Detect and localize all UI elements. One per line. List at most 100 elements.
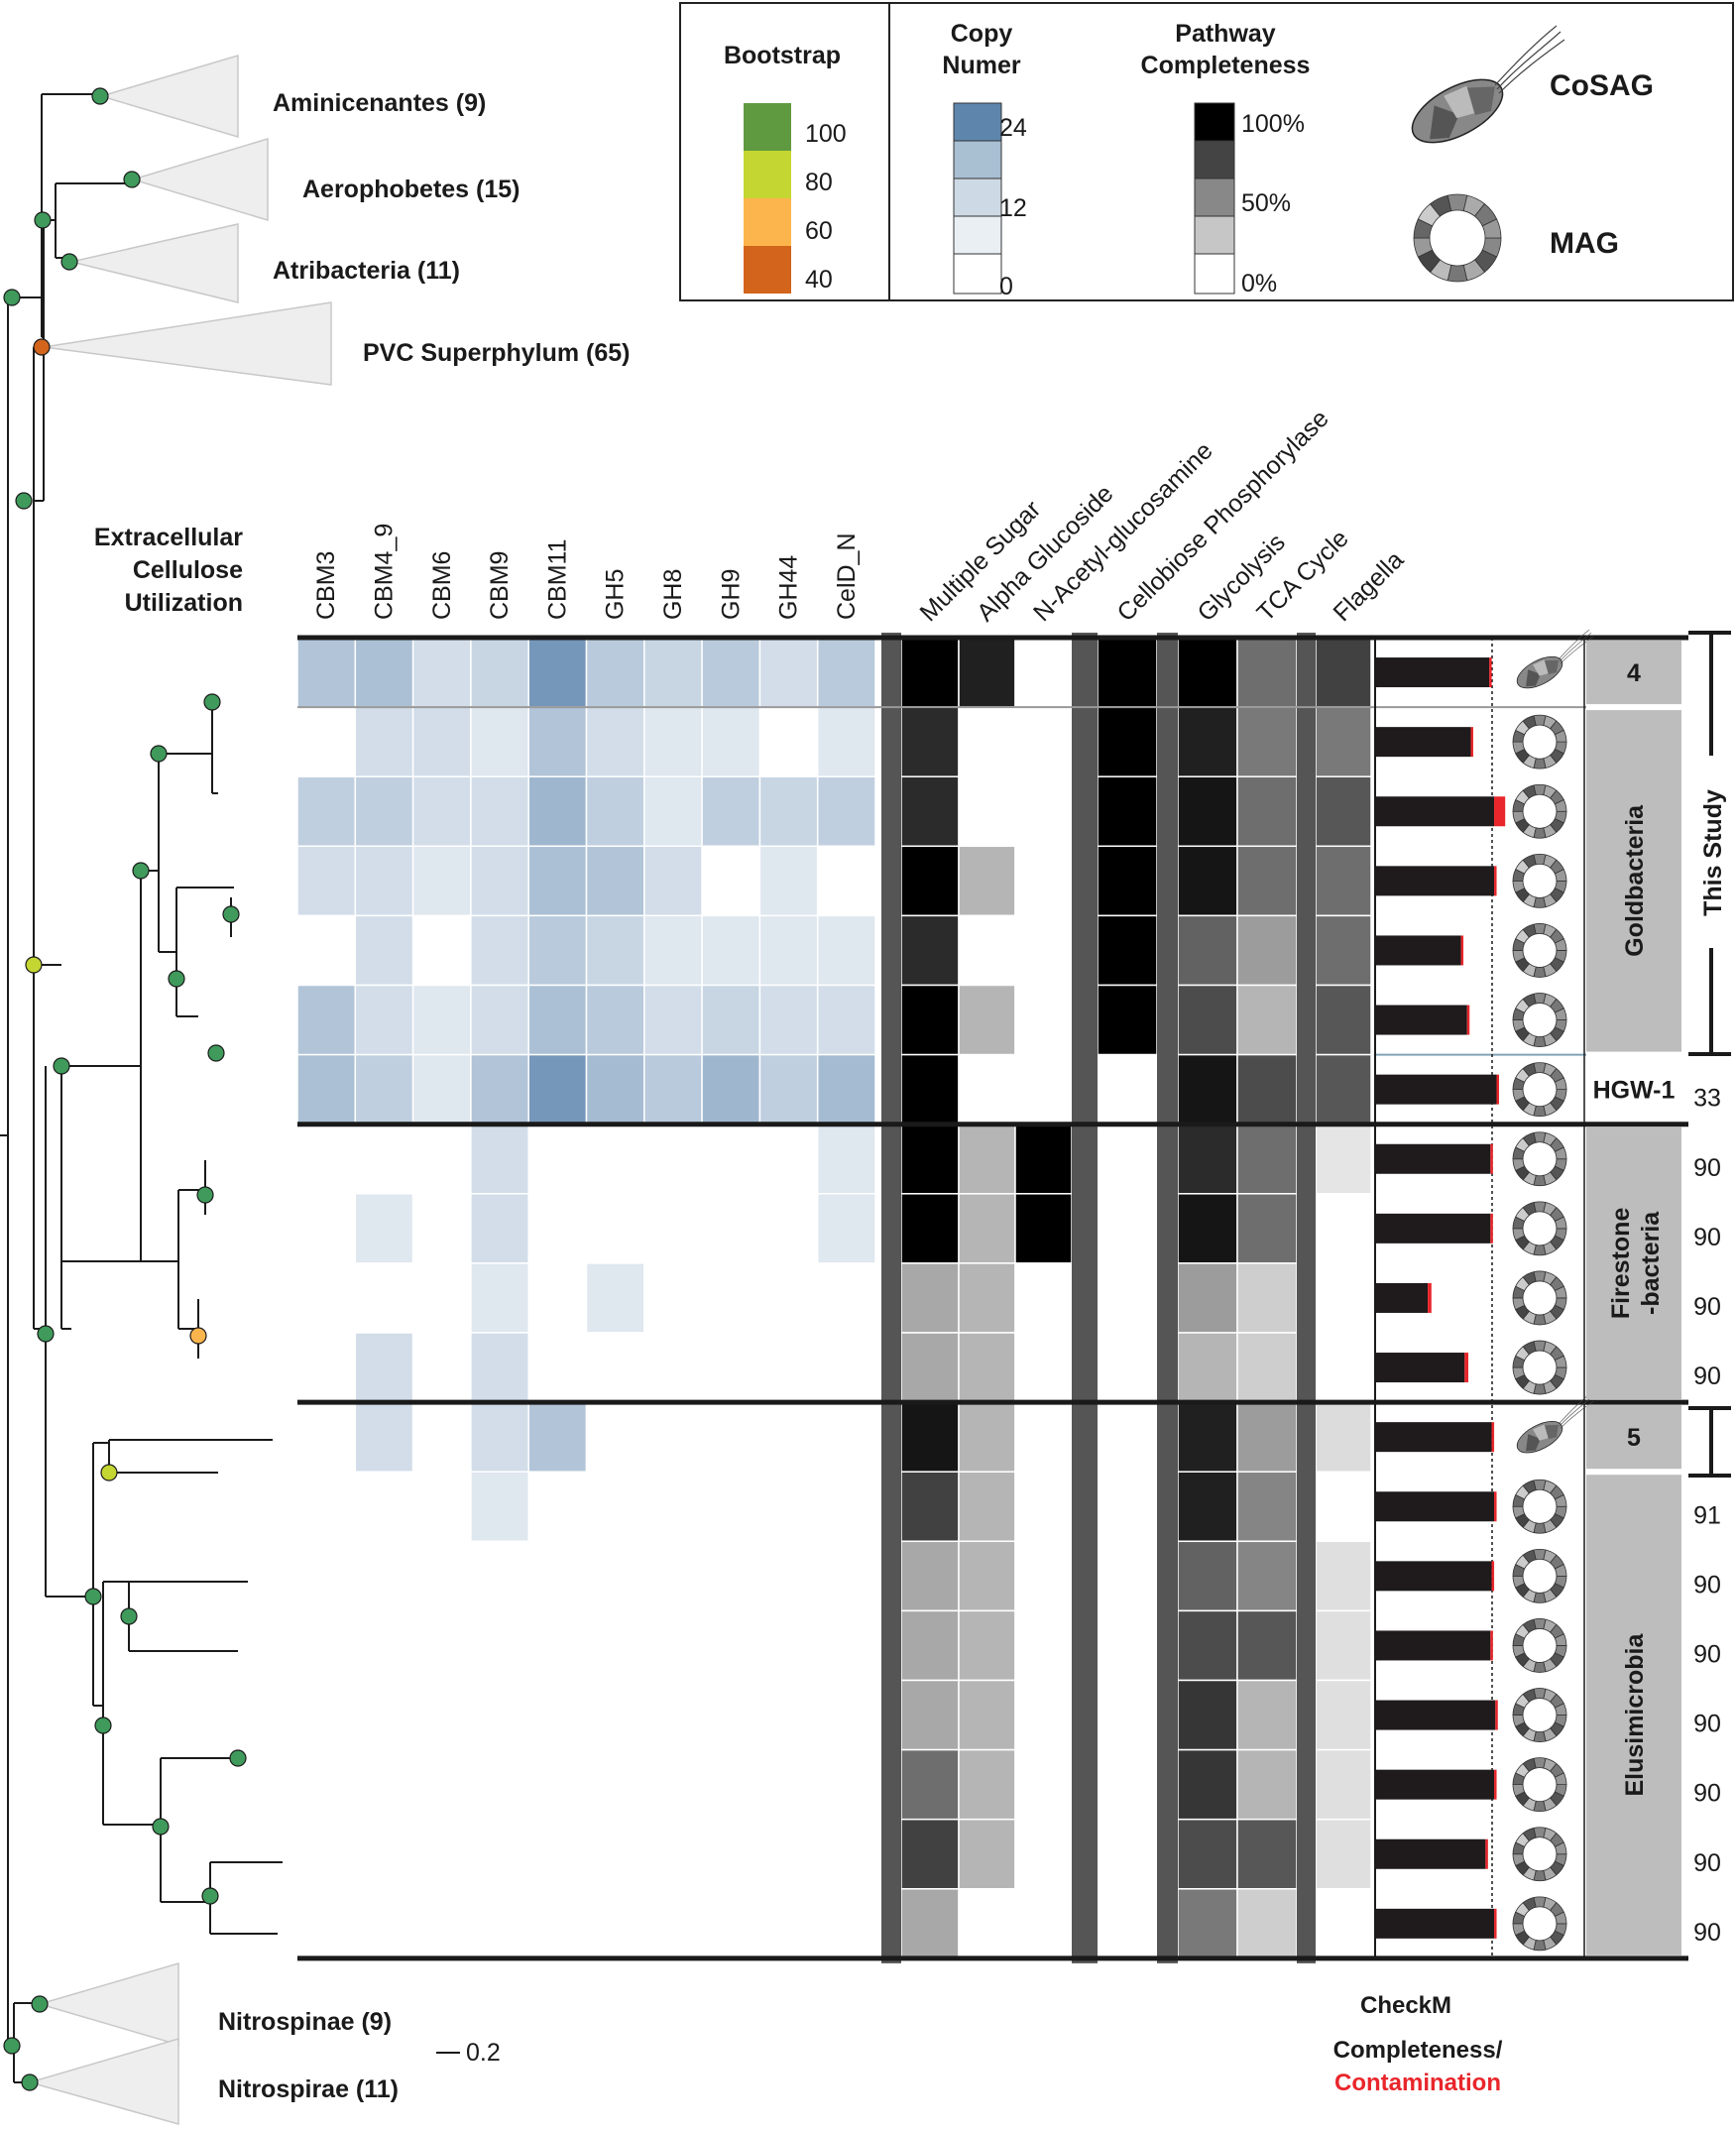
pathway-cell — [958, 775, 1016, 848]
cazy-cell — [296, 845, 357, 917]
ring-icon — [1512, 1479, 1567, 1534]
pathway-cell — [1097, 984, 1158, 1056]
contamination-bar — [1496, 1074, 1500, 1105]
ring-segment — [1554, 938, 1567, 951]
pathway-cell — [1014, 1888, 1073, 1959]
cazy-cell — [527, 845, 588, 917]
cazy-cell — [411, 1748, 472, 1821]
pathway-cell — [958, 845, 1016, 917]
cazy-cell — [411, 914, 472, 987]
group-label: HGW-1 — [1593, 1077, 1676, 1105]
ring-segment — [1554, 1633, 1567, 1646]
cosag-bracket-line — [1688, 1406, 1731, 1478]
pathway-cell — [958, 914, 1016, 987]
ring-segment — [1554, 1355, 1567, 1368]
cazy-cell — [470, 914, 529, 987]
cazy-cell — [585, 1401, 645, 1473]
cazy-cell — [354, 1540, 414, 1612]
cazy-cell — [701, 775, 761, 848]
tree-node — [152, 1818, 170, 1836]
pathway-cell — [1177, 1332, 1238, 1403]
cazy-cell — [816, 775, 876, 848]
pathway-cell — [900, 775, 960, 848]
copy-swatch-0 — [953, 253, 1002, 295]
pathway-cell — [958, 1748, 1016, 1821]
contamination-bar — [1490, 1143, 1493, 1174]
contamination-bar — [1491, 1561, 1495, 1592]
cazy-cell — [643, 1679, 703, 1751]
cazy-cell — [470, 1332, 529, 1403]
cazy-cell — [643, 1540, 703, 1612]
tree-branch-gold-b — [159, 887, 234, 1017]
tree-node — [53, 1057, 70, 1075]
pathway-cell — [1014, 1401, 1073, 1473]
cazy-cell — [643, 637, 703, 708]
cazy-cell — [296, 1471, 357, 1543]
group-bands: 4GoldbacteriaHGW-1Firestone-bacteria5Elu… — [1586, 641, 1681, 1955]
completeness-bar — [1376, 1769, 1495, 1800]
pathway-cell — [1315, 845, 1372, 917]
completeness-bar — [1376, 727, 1471, 758]
pathway-cell — [1097, 1332, 1158, 1403]
cazy-cell — [701, 1888, 761, 1959]
cazy-cell — [354, 706, 414, 777]
pathway-cell — [1097, 1679, 1158, 1751]
group-label: 5 — [1627, 1424, 1641, 1452]
cazy-cell — [758, 1401, 819, 1473]
column-label-cazy: CBM6 — [428, 551, 456, 620]
tree-node — [21, 2073, 39, 2091]
ring-segment — [1554, 1146, 1567, 1160]
cazy-cell — [470, 1679, 529, 1751]
contamination-bar — [1489, 657, 1492, 688]
legend: Bootstrap 100 80 60 40 Copy Numer 24 12 … — [679, 2, 1734, 301]
cazy-cell — [470, 1471, 529, 1543]
pathway-cell — [1097, 845, 1158, 917]
pathway-cell — [958, 1888, 1016, 1959]
ring-icon — [1512, 1201, 1567, 1256]
pathway-cell — [900, 1540, 960, 1612]
cazy-cell — [758, 1609, 819, 1682]
pathway-cell — [1236, 1888, 1298, 1959]
cazy-cell — [701, 1193, 761, 1264]
pathway-cell — [1177, 1471, 1238, 1543]
pathway-cell — [1236, 706, 1298, 777]
pathway-cell — [900, 1123, 960, 1195]
pathway-cell — [958, 1401, 1016, 1473]
pathway-label-50: 50% — [1241, 189, 1291, 217]
scale-bar-label: 0.2 — [466, 2039, 501, 2067]
cazy-cell — [701, 914, 761, 987]
contamination-bar — [1491, 1422, 1495, 1453]
pathway-swatch-75 — [1194, 140, 1235, 179]
cazy-cell — [354, 914, 414, 987]
pathway-cell — [1236, 775, 1298, 848]
cazy-cell — [354, 1679, 414, 1751]
cazy-cell — [411, 706, 472, 777]
cazy-cell — [585, 1748, 645, 1821]
row-value: 91 — [1693, 1501, 1721, 1529]
ring-segment — [1554, 1911, 1567, 1925]
pathway-label-0: 0% — [1241, 270, 1277, 297]
pathway-cell — [958, 637, 1016, 708]
tree-node — [91, 87, 109, 105]
cazy-cell — [701, 1748, 761, 1821]
pathway-cell — [1014, 1332, 1073, 1403]
section-title: Extracellular Cellulose Utilization — [94, 524, 243, 617]
tree-node — [15, 492, 33, 510]
cazy-cell — [354, 1193, 414, 1264]
cazy-cell — [585, 1609, 645, 1682]
bootstrap-swatch-60 — [744, 198, 791, 246]
pathway-cell — [958, 1332, 1016, 1403]
cazy-cell — [470, 1888, 529, 1959]
ring-segment — [1554, 1772, 1567, 1786]
completeness-bar — [1376, 657, 1490, 688]
pathway-cell — [1177, 1888, 1238, 1959]
cazy-cell — [527, 775, 588, 848]
cazy-cell — [470, 1123, 529, 1195]
cazy-cell — [296, 1053, 357, 1125]
column-label-cazy: GH44 — [775, 555, 803, 620]
tree-branch-elus-b — [93, 1581, 248, 1825]
pathway-cell — [900, 1609, 960, 1682]
cazy-cell — [470, 1262, 529, 1334]
